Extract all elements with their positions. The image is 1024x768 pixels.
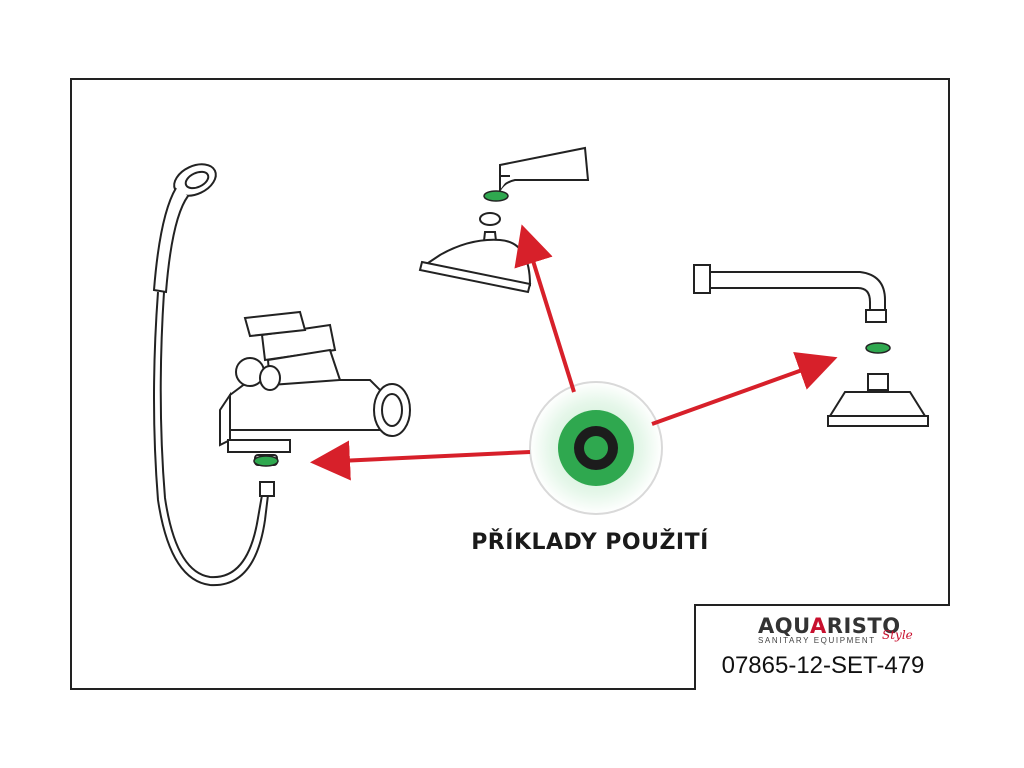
brand-subtitle: SANITARY EQUIPMENT (758, 636, 876, 645)
diagram-frame (70, 78, 950, 690)
usage-arrows (310, 224, 838, 481)
bath-mixer-icon (219, 310, 411, 497)
flow-restrictor-washer-icon (253, 455, 279, 467)
rain-showerhead-icon (418, 146, 590, 294)
usage-caption: PŘÍKLADY POUŽITÍ (471, 530, 709, 555)
logo-box: AQUARISTO Style SANITARY EQUIPMENT 07865… (694, 604, 950, 690)
brand-script: Style (882, 628, 913, 642)
arrow-to-mixer (310, 440, 531, 481)
flow-restrictor-washer-icon (483, 190, 509, 202)
brand-prefix: AQU (758, 614, 811, 638)
brand-accent: A (810, 614, 827, 638)
brand-logo: AQUARISTO (758, 614, 901, 638)
arrow-to-wall-showerhead (651, 352, 838, 426)
flow-restrictor-washer-icon (865, 342, 891, 354)
arrow-to-rain-showerhead (514, 224, 576, 393)
wall-arm-showerhead-icon (693, 264, 929, 427)
hand-shower-icon (152, 163, 269, 587)
brand-suffix: RISTO (826, 614, 901, 638)
product-code: 07865-12-SET-479 (721, 652, 925, 679)
flow-restrictor-closeup-icon (529, 381, 663, 515)
